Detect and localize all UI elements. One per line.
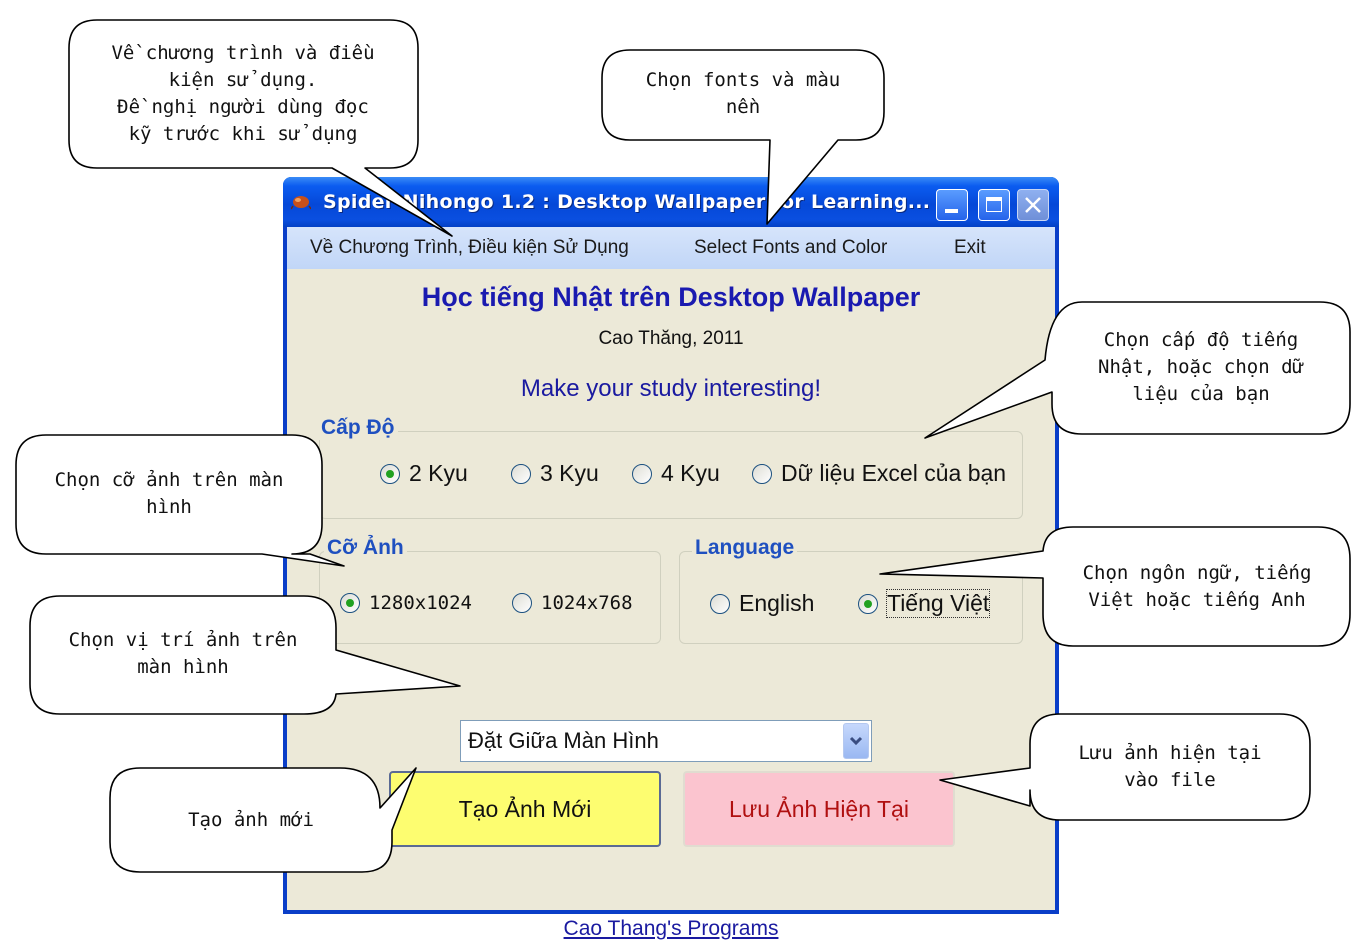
radio-icon [632, 463, 652, 484]
callout-new-balloon [109, 767, 417, 873]
maximize-icon [986, 197, 1002, 212]
callout-fonts-text: Chọn fonts và màu nền [645, 69, 841, 118]
callout-position-text: Chọn vị trí ảnh trên màn hình [68, 629, 298, 678]
page-heading: Học tiếng Nhật trên Desktop Wallpaper [421, 282, 921, 312]
radio-icon [752, 463, 772, 484]
radio-2-kyu[interactable]: 2 Kyu [380, 460, 468, 487]
menu-select-fonts-color[interactable]: Select Fonts and Color [694, 237, 888, 258]
radio-3-kyu[interactable]: 3 Kyu [511, 460, 599, 487]
callout-save-text: Lưu ảnh hiện tại vào file [1078, 742, 1262, 791]
callout-level-balloon [924, 301, 1351, 439]
radio-1280x1024[interactable]: 1280x1024 [340, 592, 472, 614]
app-window: Spider-Nihongo 1.2 : Desktop Wallpaper f… [283, 177, 1059, 940]
minimize-icon [945, 209, 958, 213]
beetle-app-icon [291, 196, 311, 210]
radio-selected-icon [340, 593, 360, 613]
callout-level-text: Chọn cấp độ tiếng Nhật, hoặc chọn dữ liệ… [1098, 329, 1304, 405]
close-button[interactable] [1017, 189, 1049, 221]
callout-new-text: Tạo ảnh mới [188, 809, 314, 831]
language-group: Language English Tiếng Việt [679, 536, 1023, 644]
radio-1024x768[interactable]: 1024x768 [512, 592, 633, 614]
level-group: Cấp Độ 2 Kyu 3 Kyu 4 Kyu Dữ liệu Excel c… [318, 416, 1023, 519]
callout-save-balloon [939, 713, 1311, 821]
menu-bar: Về Chương Trình, Điều kiện Sử Dụng Selec… [287, 227, 1055, 269]
slogan-text: Make your study interesting! [520, 375, 822, 402]
callout-about-text: Về chương trình và điều kiện sử dụng. Đề… [111, 42, 375, 145]
radio-icon [512, 593, 532, 613]
callout-fonts-balloon [601, 49, 885, 225]
callout-position-balloon [29, 595, 461, 715]
callout-size-balloon [15, 434, 345, 567]
radio-english[interactable]: English [710, 590, 814, 617]
position-select[interactable]: Đặt Giữa Màn Hình [460, 720, 872, 762]
callout-size-text: Chọn cỡ ảnh trên màn hình [54, 469, 284, 518]
radio-4-kyu[interactable]: 4 Kyu [632, 460, 720, 487]
radio-icon [710, 593, 730, 614]
language-group-label: Language [692, 536, 798, 560]
radio-excel-data[interactable]: Dữ liệu Excel của bạn [752, 460, 1006, 487]
callout-language-text: Chọn ngôn ngữ, tiếng Việt hoặc tiếng Anh [1082, 562, 1312, 611]
size-group: Cỡ Ảnh 1280x1024 1024x768 [319, 536, 661, 644]
close-icon [1025, 197, 1041, 213]
chevron-down-icon [849, 736, 863, 746]
minimize-button[interactable] [936, 189, 968, 221]
radio-tieng-viet[interactable]: Tiếng Việt [858, 589, 991, 618]
radio-icon [511, 463, 531, 484]
position-select-value: Đặt Giữa Màn Hình [468, 728, 659, 753]
size-group-label: Cỡ Ảnh [324, 536, 407, 560]
maximize-button[interactable] [978, 189, 1010, 221]
radio-selected-icon [380, 463, 400, 484]
author-text: Cao Thăng, 2011 [598, 328, 744, 349]
radio-selected-icon [858, 593, 878, 614]
menu-about[interactable]: Về Chương Trình, Điều kiện Sử Dụng [310, 237, 629, 258]
create-new-image-button[interactable]: Tạo Ảnh Mới [389, 771, 661, 847]
level-group-label: Cấp Độ [318, 416, 398, 440]
dropdown-button[interactable] [843, 723, 869, 759]
save-current-image-button[interactable]: Lưu Ảnh Hiện Tại [683, 771, 955, 847]
menu-exit[interactable]: Exit [954, 237, 986, 258]
callout-language-balloon [879, 526, 1351, 647]
callout-about-balloon [68, 19, 453, 237]
programs-link[interactable]: Cao Thang's Programs [563, 917, 779, 940]
